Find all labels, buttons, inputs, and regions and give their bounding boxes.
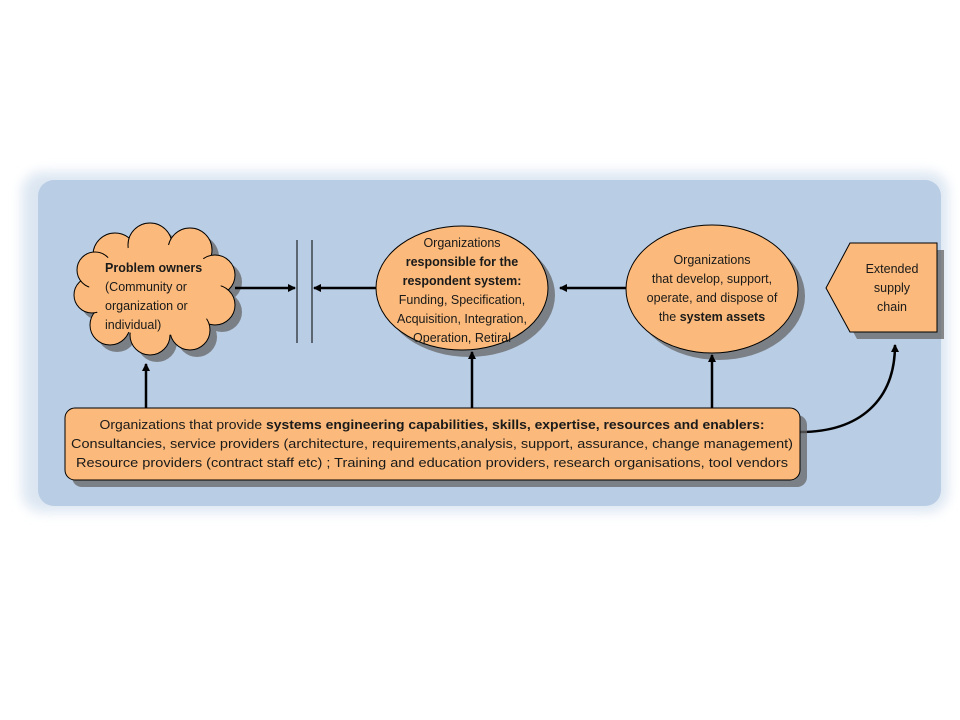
extended-supply-chain-shape: Extended supply chain bbox=[825, 242, 944, 339]
responsible-line: Funding, Specification, bbox=[399, 293, 525, 307]
enablers-title-line: Organizations that provide systems engin… bbox=[100, 418, 765, 432]
arrow-enablers-to-supply-chain bbox=[799, 344, 899, 434]
enablers-line: Resource providers (contract staff etc) … bbox=[76, 456, 788, 470]
developers-ellipse: Organizations that develop, support, ope… bbox=[625, 224, 805, 360]
responsible-line: Acquisition, Integration, bbox=[397, 312, 527, 326]
enablers-box: Organizations that provide systems engin… bbox=[64, 407, 807, 487]
problem-owners-line: individual) bbox=[105, 318, 161, 332]
problem-owners-title: Problem owners bbox=[105, 261, 202, 275]
supply-chain-line: supply bbox=[874, 281, 911, 295]
enablers-line: Consultancies, service providers (archit… bbox=[71, 437, 793, 451]
responsible-line: Operation, Retiral bbox=[413, 331, 511, 345]
developers-line: that develop, support, bbox=[652, 272, 772, 286]
developers-bold: system assets bbox=[680, 310, 766, 324]
enablers-prefix: Organizations that provide bbox=[100, 418, 266, 432]
responsible-bold-line: respondent system: bbox=[403, 274, 522, 288]
supply-chain-line: chain bbox=[877, 300, 907, 314]
problem-owners-cloud: Problem owners (Community or organizatio… bbox=[73, 222, 242, 362]
responsible-line: Organizations bbox=[423, 236, 500, 250]
responsible-organizations-ellipse: Organizations responsible for the respon… bbox=[375, 225, 555, 357]
developers-last-line: the system assets bbox=[659, 310, 765, 324]
developers-line: operate, and dispose of bbox=[647, 291, 778, 305]
supply-chain-line: Extended bbox=[866, 262, 919, 276]
enablers-bold: systems engineering capabilities, skills… bbox=[266, 418, 765, 432]
problem-owners-line: organization or bbox=[105, 299, 188, 313]
developers-prefix: the bbox=[659, 310, 680, 324]
problem-owners-line: (Community or bbox=[105, 280, 187, 294]
developers-line: Organizations bbox=[673, 253, 750, 267]
responsible-bold-line: responsible for the bbox=[406, 255, 519, 269]
